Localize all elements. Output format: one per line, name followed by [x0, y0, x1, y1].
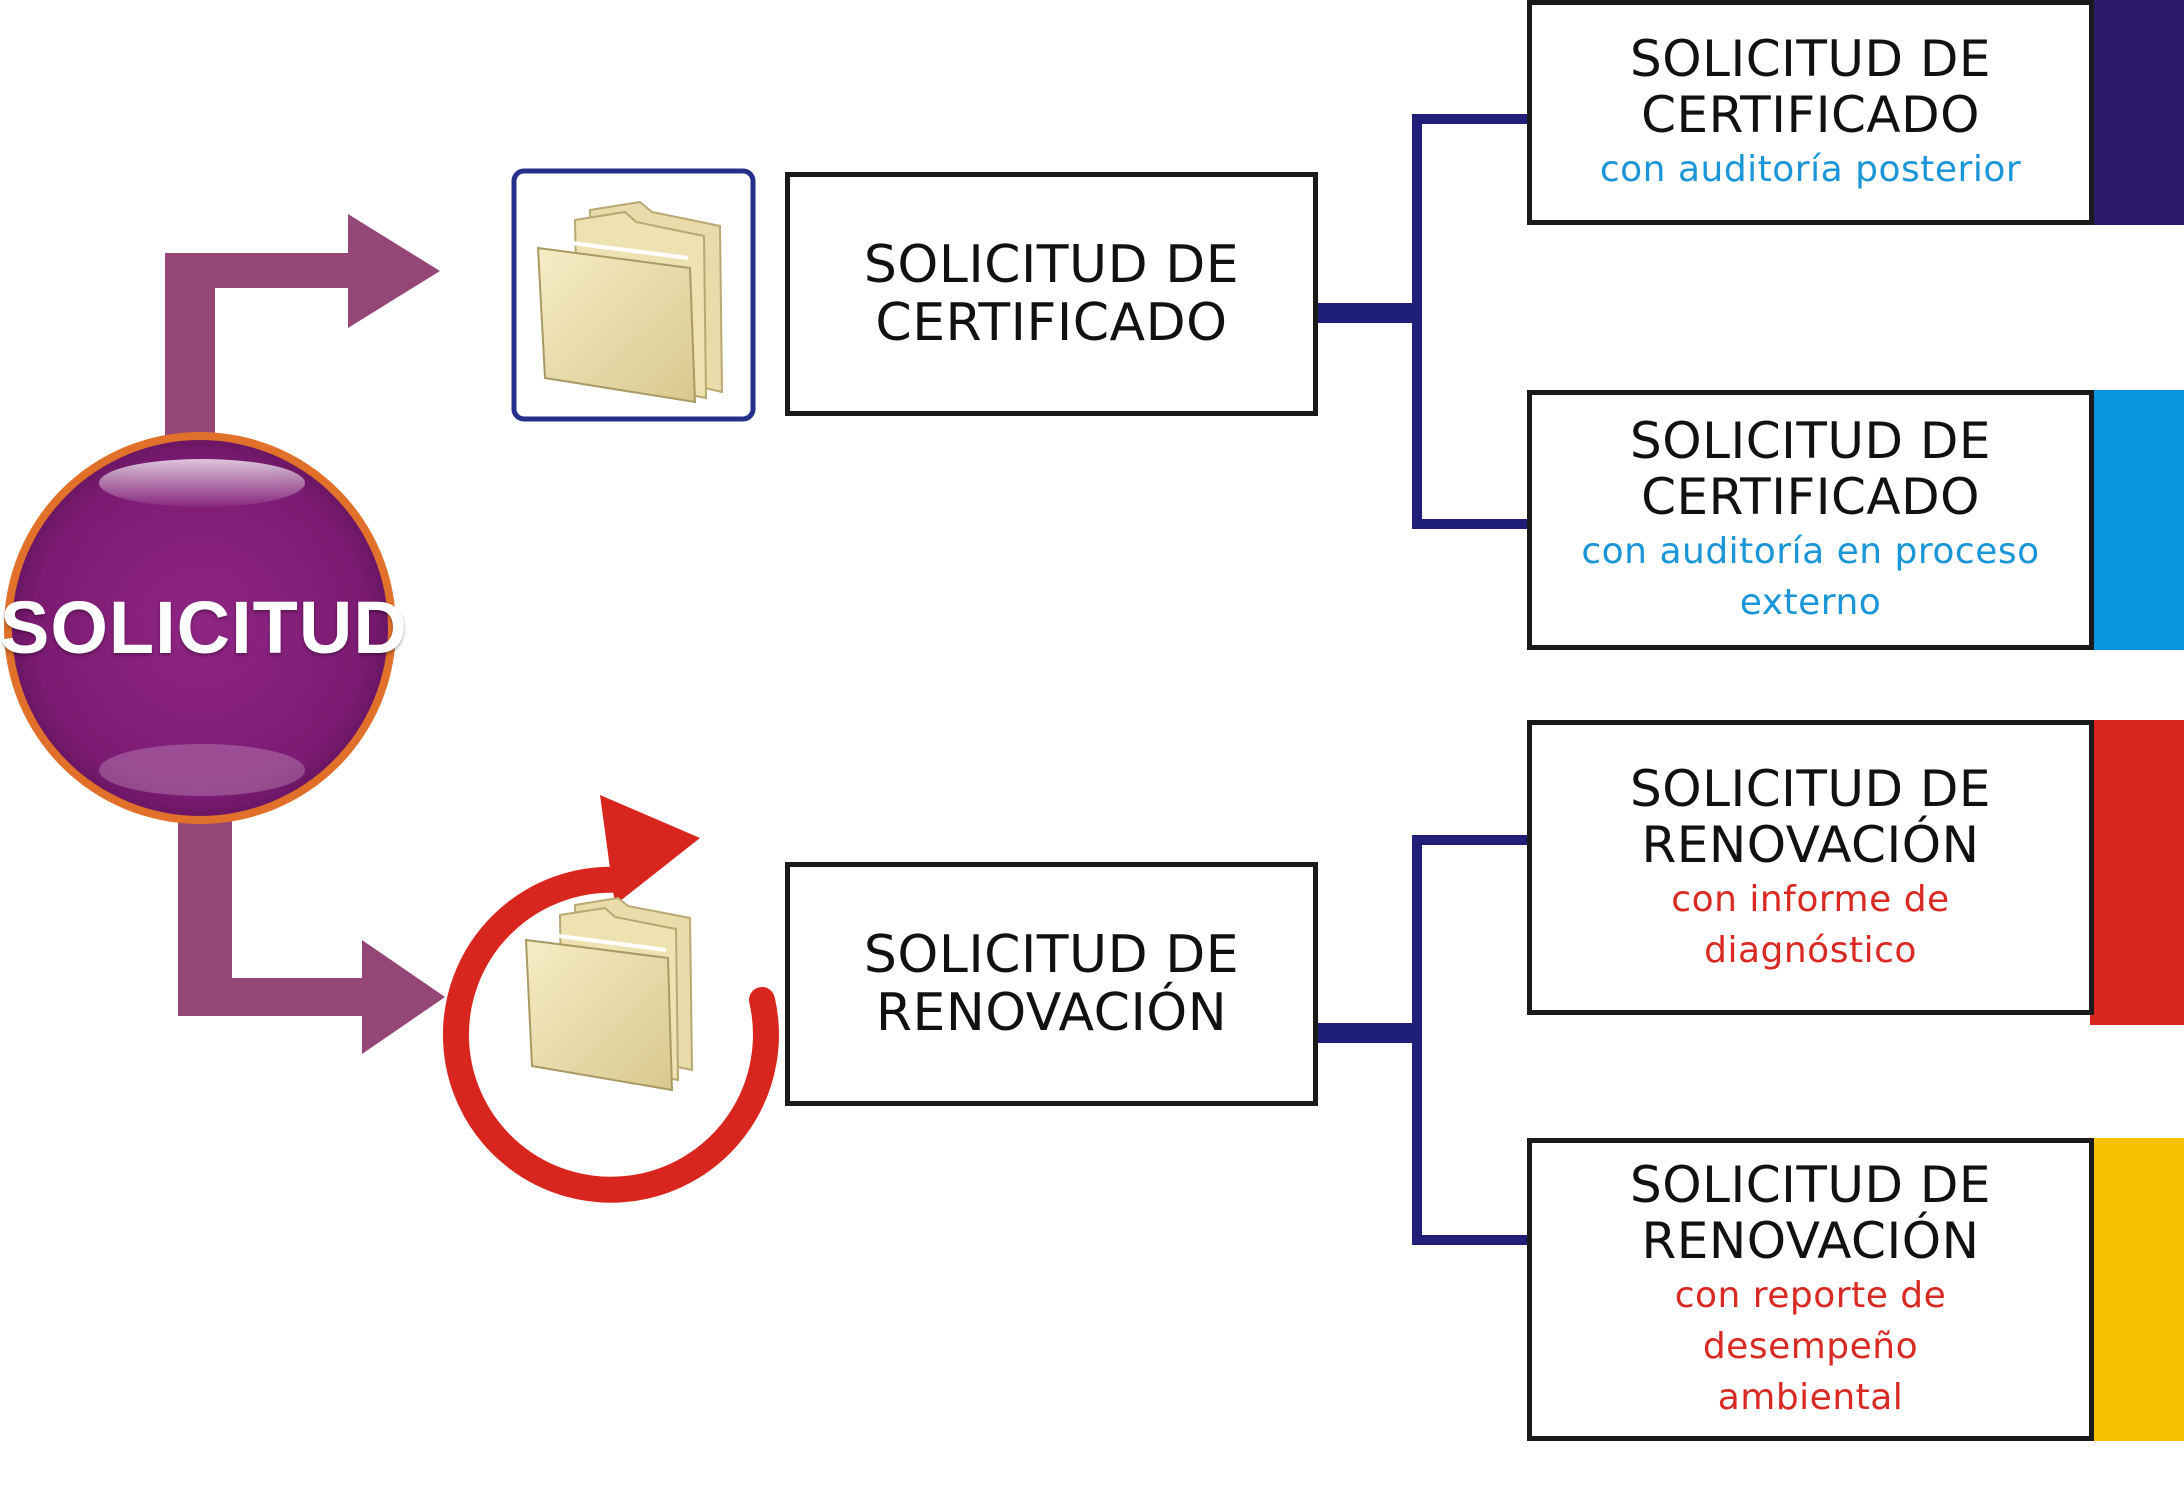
accent-band	[2090, 0, 2184, 225]
leaf-subtitle-line: con auditoría posterior	[1599, 149, 2022, 191]
leaf-title-line: SOLICITUD DE	[1630, 412, 1991, 471]
leaf-subtitle-line: desempeño	[1702, 1326, 1919, 1368]
branch-title-line: SOLICITUD DE	[863, 234, 1240, 295]
leaf-subtitle-line: externo	[1739, 582, 1882, 623]
orb-gloss-bottom	[99, 744, 305, 796]
leaf-subtitle-line: con informe de	[1671, 878, 1950, 920]
orb-gloss-top	[99, 459, 305, 507]
root-label: SOLICITUD	[0, 586, 408, 669]
leaf-box-renewal-diagnostic: SOLICITUD DE RENOVACIÓN con informe de d…	[1527, 720, 2094, 1015]
leaf-subtitle-line: ambiental	[1717, 1376, 1904, 1418]
root-orb	[4, 432, 396, 824]
leaf-title-line: CERTIFICADO	[1641, 468, 1980, 527]
leaf-subtitle-line: con reporte de	[1674, 1275, 1947, 1317]
branch-title-line: CERTIFICADO	[875, 293, 1228, 353]
accent-band	[2090, 720, 2184, 1025]
leaf-title-line: RENOVACIÓN	[1641, 815, 1980, 874]
circular-arrow-icon	[443, 795, 779, 1203]
leaf-title-line: SOLICITUD DE	[1630, 1156, 1991, 1215]
folder-icon	[524, 896, 694, 1092]
accent-band	[2090, 1138, 2184, 1441]
leaf-title-line: CERTIFICADO	[1641, 86, 1980, 145]
leaf-box-renewal-performance: SOLICITUD DE RENOVACIÓN con reporte de d…	[1527, 1138, 2094, 1441]
accent-band	[2090, 390, 2184, 650]
branch-box-renewal: SOLICITUD DE RENOVACIÓN	[785, 862, 1318, 1106]
flow-arrow-upper	[165, 214, 440, 440]
connector-upper	[1318, 114, 1527, 529]
branch-title-line: RENOVACIÓN	[875, 983, 1228, 1043]
leaf-title-line: SOLICITUD DE	[1630, 30, 1991, 89]
connector-lower	[1318, 835, 1527, 1245]
leaf-subtitle-line: con auditoría en proceso	[1581, 531, 2040, 573]
leaf-box-cert-posterior: SOLICITUD DE CERTIFICADO con auditoría p…	[1527, 0, 2094, 225]
leaf-box-cert-external: SOLICITUD DE CERTIFICADO con auditoría e…	[1527, 390, 2094, 650]
flow-arrow-lower	[178, 815, 445, 1054]
folder-icon	[511, 168, 756, 422]
leaf-title-line: SOLICITUD DE	[1630, 759, 1991, 818]
leaf-title-line: RENOVACIÓN	[1641, 1212, 1980, 1271]
branch-title-line: SOLICITUD DE	[863, 924, 1240, 985]
leaf-subtitle-line: diagnóstico	[1704, 929, 1917, 971]
branch-box-certificate: SOLICITUD DE CERTIFICADO	[785, 172, 1318, 416]
